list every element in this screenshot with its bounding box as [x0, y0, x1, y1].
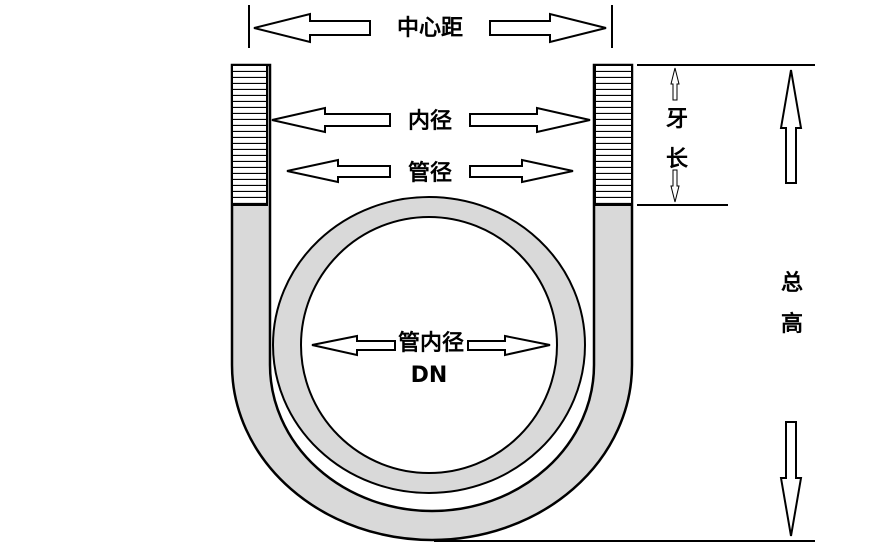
pipe-diameter-label: 管径 — [408, 160, 452, 186]
inner-diameter-arrow-right — [469, 106, 591, 134]
u-bolt-body — [230, 63, 634, 542]
inner-diameter-arrow-left — [271, 106, 391, 134]
pipe-diameter-arrow-left — [286, 158, 391, 184]
center-distance-arrow-left — [253, 12, 371, 44]
thread-length-label-2: 长 — [666, 147, 689, 172]
total-height-label-2: 高 — [781, 311, 803, 337]
thread-length-label-1: 牙 — [666, 107, 688, 132]
total-height-label-1: 总 — [781, 270, 803, 296]
pipe-inner-diameter-label: 管内径 — [398, 330, 464, 356]
dn-label: DN — [411, 363, 448, 388]
thread-length-arrow-up — [670, 67, 680, 101]
right-thread — [594, 64, 633, 206]
pipe-inner-diameter-arrow-right — [467, 334, 551, 357]
total-height-arrow-down — [779, 421, 803, 537]
center-distance-label: 中心距 — [397, 16, 463, 41]
pipe-inner — [300, 216, 558, 474]
total-height-arrow-up — [779, 69, 803, 184]
pipe-inner-diameter-arrow-left — [311, 334, 396, 357]
left-thread — [231, 64, 268, 206]
pipe-diameter-arrow-right — [469, 158, 574, 184]
thread-length-arrow-down — [670, 169, 680, 203]
inner-diameter-label: 内径 — [408, 108, 452, 134]
center-distance-arrow-right — [489, 12, 607, 44]
